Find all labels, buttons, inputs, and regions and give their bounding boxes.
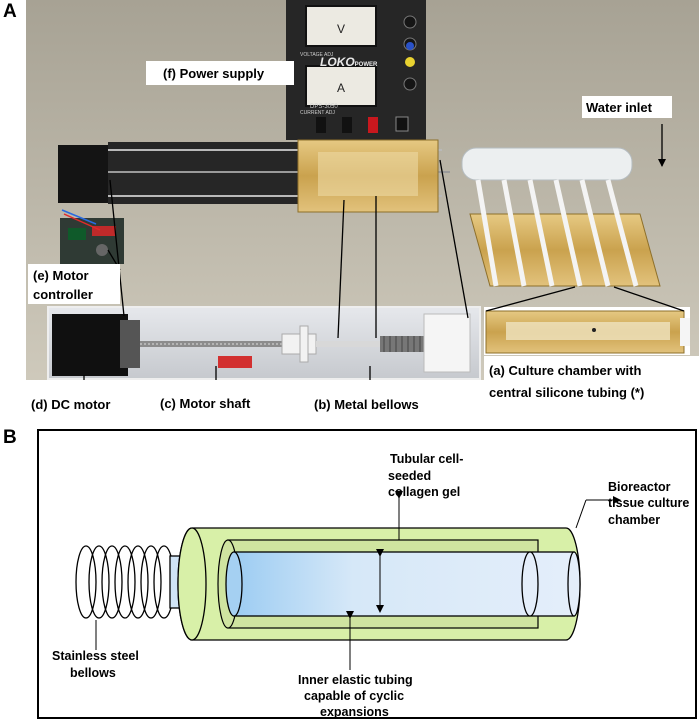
panel-b: B (3, 427, 697, 719)
label-chamber-line3: chamber (608, 513, 660, 527)
yellow-knob (405, 57, 415, 67)
blue-knob (406, 42, 414, 50)
label-motor-controller-line1: (e) Motor (33, 268, 89, 283)
motor-assembly-strip (47, 306, 481, 380)
label-collagen-line3: collagen gel (388, 485, 460, 499)
label-power-supply: (f) Power supply (163, 66, 265, 81)
knob (403, 15, 417, 29)
label-culture-chamber-line1: (a) Culture chamber with (489, 363, 641, 378)
end-block (423, 313, 471, 373)
panel-a: V VOLTAGE ADJ A LOKOPOWER CURRENT ADJ DP… (3, 0, 699, 416)
label-motor-shaft: (c) Motor shaft (160, 396, 251, 411)
power-supply: V VOLTAGE ADJ A LOKOPOWER CURRENT ADJ DP… (286, 0, 426, 140)
culture-chamber-closeup (484, 307, 690, 355)
water-manifold (461, 147, 633, 181)
stainless-steel-bellows (75, 545, 175, 619)
label-inner-tubing-line3: expansions (320, 705, 389, 719)
label-bellows-line2: bellows (70, 666, 116, 680)
label-water-inlet: Water inlet (586, 100, 653, 115)
panel-b-letter: B (3, 427, 17, 448)
meter-v-label: V (337, 22, 345, 36)
label-culture-chamber-line2: central silicone tubing (*) (489, 385, 644, 400)
label-collagen-line1: Tubular cell- (390, 452, 463, 466)
silicone-tubing-marker (592, 328, 596, 332)
panel-a-leaders (80, 124, 685, 393)
label-chamber-line2: tissue culture (608, 496, 689, 510)
culture-chamber-array (469, 179, 661, 287)
panel-b-leaders (95, 491, 621, 670)
label-bellows-line1: Stainless steel (52, 649, 139, 663)
metal-bellows (380, 336, 428, 352)
label-inner-tubing-line1: Inner elastic tubing (298, 673, 413, 687)
panel-a-letter: A (3, 1, 17, 22)
label-dc-motor: (d) DC motor (31, 397, 110, 412)
label-collagen-line2: seeded (388, 469, 431, 483)
model-text: DPS-3050 (310, 104, 338, 110)
power-switch (395, 116, 409, 132)
voltage-adj-text: VOLTAGE ADJ (300, 52, 334, 58)
brand-text: LOKOPOWER (320, 55, 378, 69)
label-inner-tubing-line2: capable of cyclic (304, 689, 404, 703)
terminal (316, 117, 326, 133)
terminal (342, 117, 352, 133)
label-metal-bellows: (b) Metal bellows (314, 397, 419, 412)
current-adj-text: CURRENT ADJ (300, 110, 335, 116)
coupler (281, 333, 317, 355)
motor-controller-board (60, 209, 124, 264)
label-motor-controller-line2: controller (33, 287, 93, 302)
knob (403, 77, 417, 91)
label-chamber-line1: Bioreactor (608, 480, 671, 494)
meter-a-label: A (337, 81, 345, 95)
terminal-red (368, 117, 378, 133)
dc-motor (52, 314, 128, 376)
bioreactor-frame (58, 139, 633, 213)
